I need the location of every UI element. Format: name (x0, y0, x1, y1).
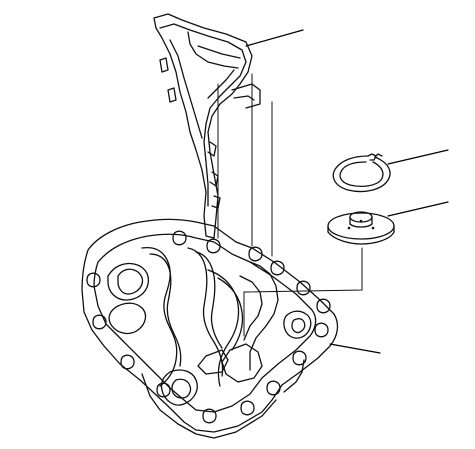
callout-housing (329, 343, 381, 354)
callout-leaders (245, 29, 449, 354)
callout-magnet (387, 201, 449, 217)
assembly-guide-lines (217, 73, 363, 337)
oil-guide-plate (153, 13, 261, 239)
callout-ring (387, 149, 449, 165)
snap-ring (332, 153, 391, 193)
transmission-housing (81, 218, 339, 439)
magnet (327, 211, 395, 245)
callout-top (245, 29, 304, 47)
